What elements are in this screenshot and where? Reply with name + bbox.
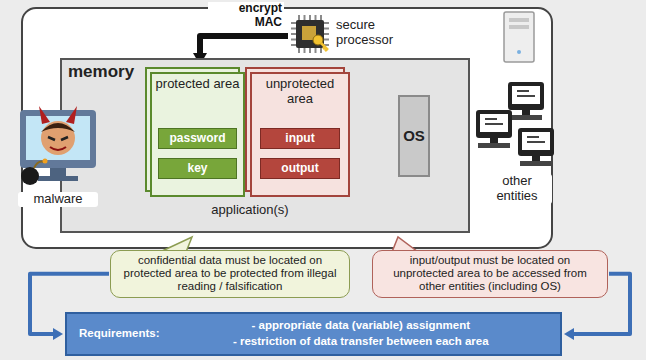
- screen-lines: [485, 119, 503, 124]
- malware-figure: malware: [12, 92, 104, 214]
- monitor-stand: [50, 168, 66, 176]
- node-label: output: [278, 162, 321, 176]
- data-item: output: [260, 158, 340, 179]
- computer-stand: [522, 110, 530, 115]
- figure-label: other entities: [482, 174, 552, 204]
- connector-arrow: [200, 36, 288, 53]
- os-box: OS: [398, 95, 430, 177]
- chip-body: [296, 20, 324, 48]
- node-label: protected area: [152, 74, 243, 95]
- computer-monitor: [476, 110, 512, 138]
- key-shaft: [321, 43, 328, 51]
- screen: [26, 116, 90, 160]
- server-bay: [509, 25, 529, 29]
- node-label: password: [166, 132, 228, 146]
- screen-lines: [517, 91, 535, 96]
- data-item: key: [158, 158, 237, 179]
- computer-screen: [480, 114, 508, 132]
- requirements-bar: Requirements: - appropriate data (variabl…: [65, 312, 562, 356]
- node-label: input/output must be located on unprotec…: [373, 251, 607, 297]
- computer-monitor: [518, 128, 554, 156]
- computer-stand: [490, 138, 498, 143]
- bomb-spark: [43, 159, 48, 164]
- protected-area: protected area password key: [150, 72, 245, 197]
- requirement-text: - restriction of data transfer between e…: [174, 335, 548, 348]
- secure-processor-drawing: [290, 14, 330, 54]
- requirement-text: - appropriate data (variable) assignment: [174, 319, 548, 332]
- devil-grin: [50, 147, 66, 150]
- data-item: input: [260, 128, 340, 149]
- figure-label: secure processor: [336, 18, 410, 48]
- other-entities: other entities: [468, 80, 566, 208]
- requirement-text: Requirements:: [79, 327, 160, 340]
- bomb: [21, 167, 39, 185]
- computer-screen: [512, 86, 540, 104]
- system-frame: [22, 8, 552, 248]
- computer-keyboard: [478, 143, 510, 148]
- group-label: application(s): [190, 203, 310, 218]
- unprotected-area: unprotected area input output: [250, 72, 350, 197]
- node-label: input: [282, 132, 317, 146]
- figure-label: malware: [18, 192, 98, 207]
- computer-stand: [532, 156, 540, 161]
- callout-box: input/output must be located on unprotec…: [372, 250, 608, 298]
- devil-hair: [41, 123, 75, 132]
- computer-keyboard: [510, 115, 542, 120]
- server-bay: [509, 18, 529, 22]
- node-label: key: [184, 162, 210, 176]
- monitor-base: [38, 176, 78, 181]
- edge-layer: [30, 36, 630, 334]
- computer-screen: [522, 132, 550, 150]
- bomb-fuse: [34, 162, 44, 168]
- screen-lines: [527, 137, 545, 142]
- devil-eyes: [48, 137, 68, 140]
- computer-keyboard: [520, 161, 552, 166]
- server-case: [504, 12, 534, 62]
- edge-label: encrypt MAC: [208, 2, 284, 30]
- devil-face: [41, 121, 75, 155]
- computer-monitor: [508, 82, 544, 110]
- node-label: OS: [400, 127, 428, 144]
- secure-processor: secure processor: [290, 14, 330, 54]
- node-label: confidential data must be located on pro…: [111, 251, 349, 297]
- node-label: unprotected area: [252, 74, 348, 110]
- server-led: [517, 50, 521, 54]
- data-item: password: [158, 128, 237, 149]
- callout-box: confidential data must be located on pro…: [110, 250, 350, 298]
- server-icon: [504, 12, 534, 62]
- monitor: [20, 110, 96, 168]
